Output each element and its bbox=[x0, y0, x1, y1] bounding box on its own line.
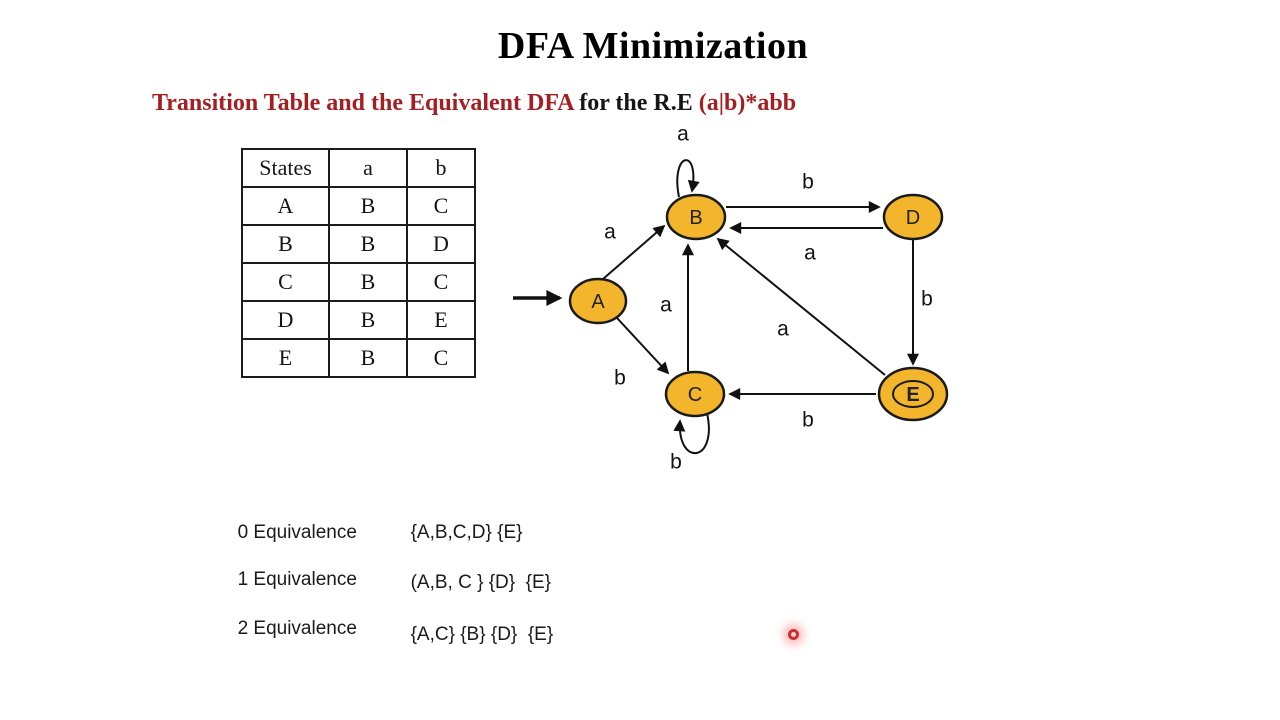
state-E-inner-ring bbox=[892, 380, 934, 408]
table-header-states: States bbox=[241, 148, 330, 188]
edge-label-A-C: b bbox=[614, 367, 626, 390]
table-row: B B D bbox=[241, 224, 476, 264]
state-C bbox=[664, 370, 726, 418]
page-title: DFA Minimization bbox=[497, 25, 809, 67]
edge-label-B-D: b bbox=[802, 171, 814, 194]
equivalence-row-0: 0 Equivalence {A,B,C,D} {E} bbox=[227, 500, 523, 544]
subtitle-red-lead: Transition Table and the Equivalent DFA bbox=[152, 90, 574, 116]
table-cell: E bbox=[241, 338, 330, 378]
edge-A-B bbox=[602, 224, 666, 280]
table-cell: C bbox=[241, 262, 330, 302]
table-row: D B E bbox=[241, 300, 476, 340]
table-cell: C bbox=[406, 186, 476, 226]
state-E-label: E bbox=[906, 384, 919, 406]
equivalence-row-2: 2 Equivalence {A,C} {B} {D} {E} bbox=[227, 596, 554, 645]
transition-table: States a b A B C B B D C B C D B E E B C bbox=[241, 148, 476, 378]
equivalence-1-sets: (A,B, C } {D} {E} bbox=[410, 572, 552, 593]
table-row: C B C bbox=[241, 262, 476, 302]
edge-B-self-loop bbox=[676, 159, 700, 198]
table-cell: B bbox=[328, 262, 408, 302]
state-B bbox=[665, 193, 727, 241]
edge-label-C-self: b bbox=[670, 451, 682, 474]
table-row: E B C bbox=[241, 338, 476, 378]
table-cell: C bbox=[406, 262, 476, 302]
subtitle-regex: (a|b)*abb bbox=[698, 90, 797, 116]
edge-label-B-self: a bbox=[677, 123, 689, 146]
state-A-label: A bbox=[591, 291, 605, 313]
edge-label-E-B: a bbox=[777, 318, 789, 341]
edge-label-A-B: a bbox=[604, 221, 616, 244]
state-E bbox=[877, 366, 949, 422]
edge-E-B bbox=[716, 237, 886, 376]
subtitle: Transition Table and the Equivalent DFA … bbox=[152, 90, 796, 117]
edge-label-D-B: a bbox=[804, 242, 816, 265]
table-cell: B bbox=[328, 224, 408, 264]
table-cell: B bbox=[241, 224, 330, 264]
state-B-label: B bbox=[689, 207, 702, 229]
edge-label-C-B: a bbox=[660, 294, 672, 317]
edge-label-D-E: b bbox=[921, 288, 933, 311]
equivalence-2-sets: {A,C} {B} {D} {E} bbox=[410, 624, 554, 645]
table-cell: D bbox=[406, 224, 476, 264]
table-header-row: States a b bbox=[241, 148, 476, 188]
table-cell: B bbox=[328, 300, 408, 340]
edge-label-E-C: b bbox=[802, 409, 814, 432]
edge-A-C bbox=[616, 317, 670, 375]
state-C-label: C bbox=[688, 384, 702, 406]
table-cell: E bbox=[406, 300, 476, 340]
table-cell: B bbox=[328, 186, 408, 226]
table-header-a: a bbox=[328, 148, 408, 188]
subtitle-black-mid: for the R.E bbox=[573, 90, 699, 116]
table-cell: B bbox=[328, 338, 408, 378]
equivalence-1-label: 1 Equivalence bbox=[237, 569, 357, 590]
edge-C-self-loop bbox=[673, 412, 710, 454]
table-cell: D bbox=[241, 300, 330, 340]
equivalence-row-1: 1 Equivalence (A,B, C } {D} {E} bbox=[227, 547, 552, 593]
table-header-b: b bbox=[406, 148, 476, 188]
state-D bbox=[882, 193, 944, 241]
table-cell: A bbox=[241, 186, 330, 226]
table-cell: C bbox=[406, 338, 476, 378]
equivalence-0-label: 0 Equivalence bbox=[237, 522, 357, 543]
equivalence-2-label: 2 Equivalence bbox=[237, 618, 357, 639]
equivalence-0-sets: {A,B,C,D} {E} bbox=[410, 522, 523, 543]
state-A bbox=[568, 277, 628, 325]
table-row: A B C bbox=[241, 186, 476, 226]
laser-pointer-dot bbox=[788, 629, 799, 640]
state-D-label: D bbox=[906, 207, 920, 229]
